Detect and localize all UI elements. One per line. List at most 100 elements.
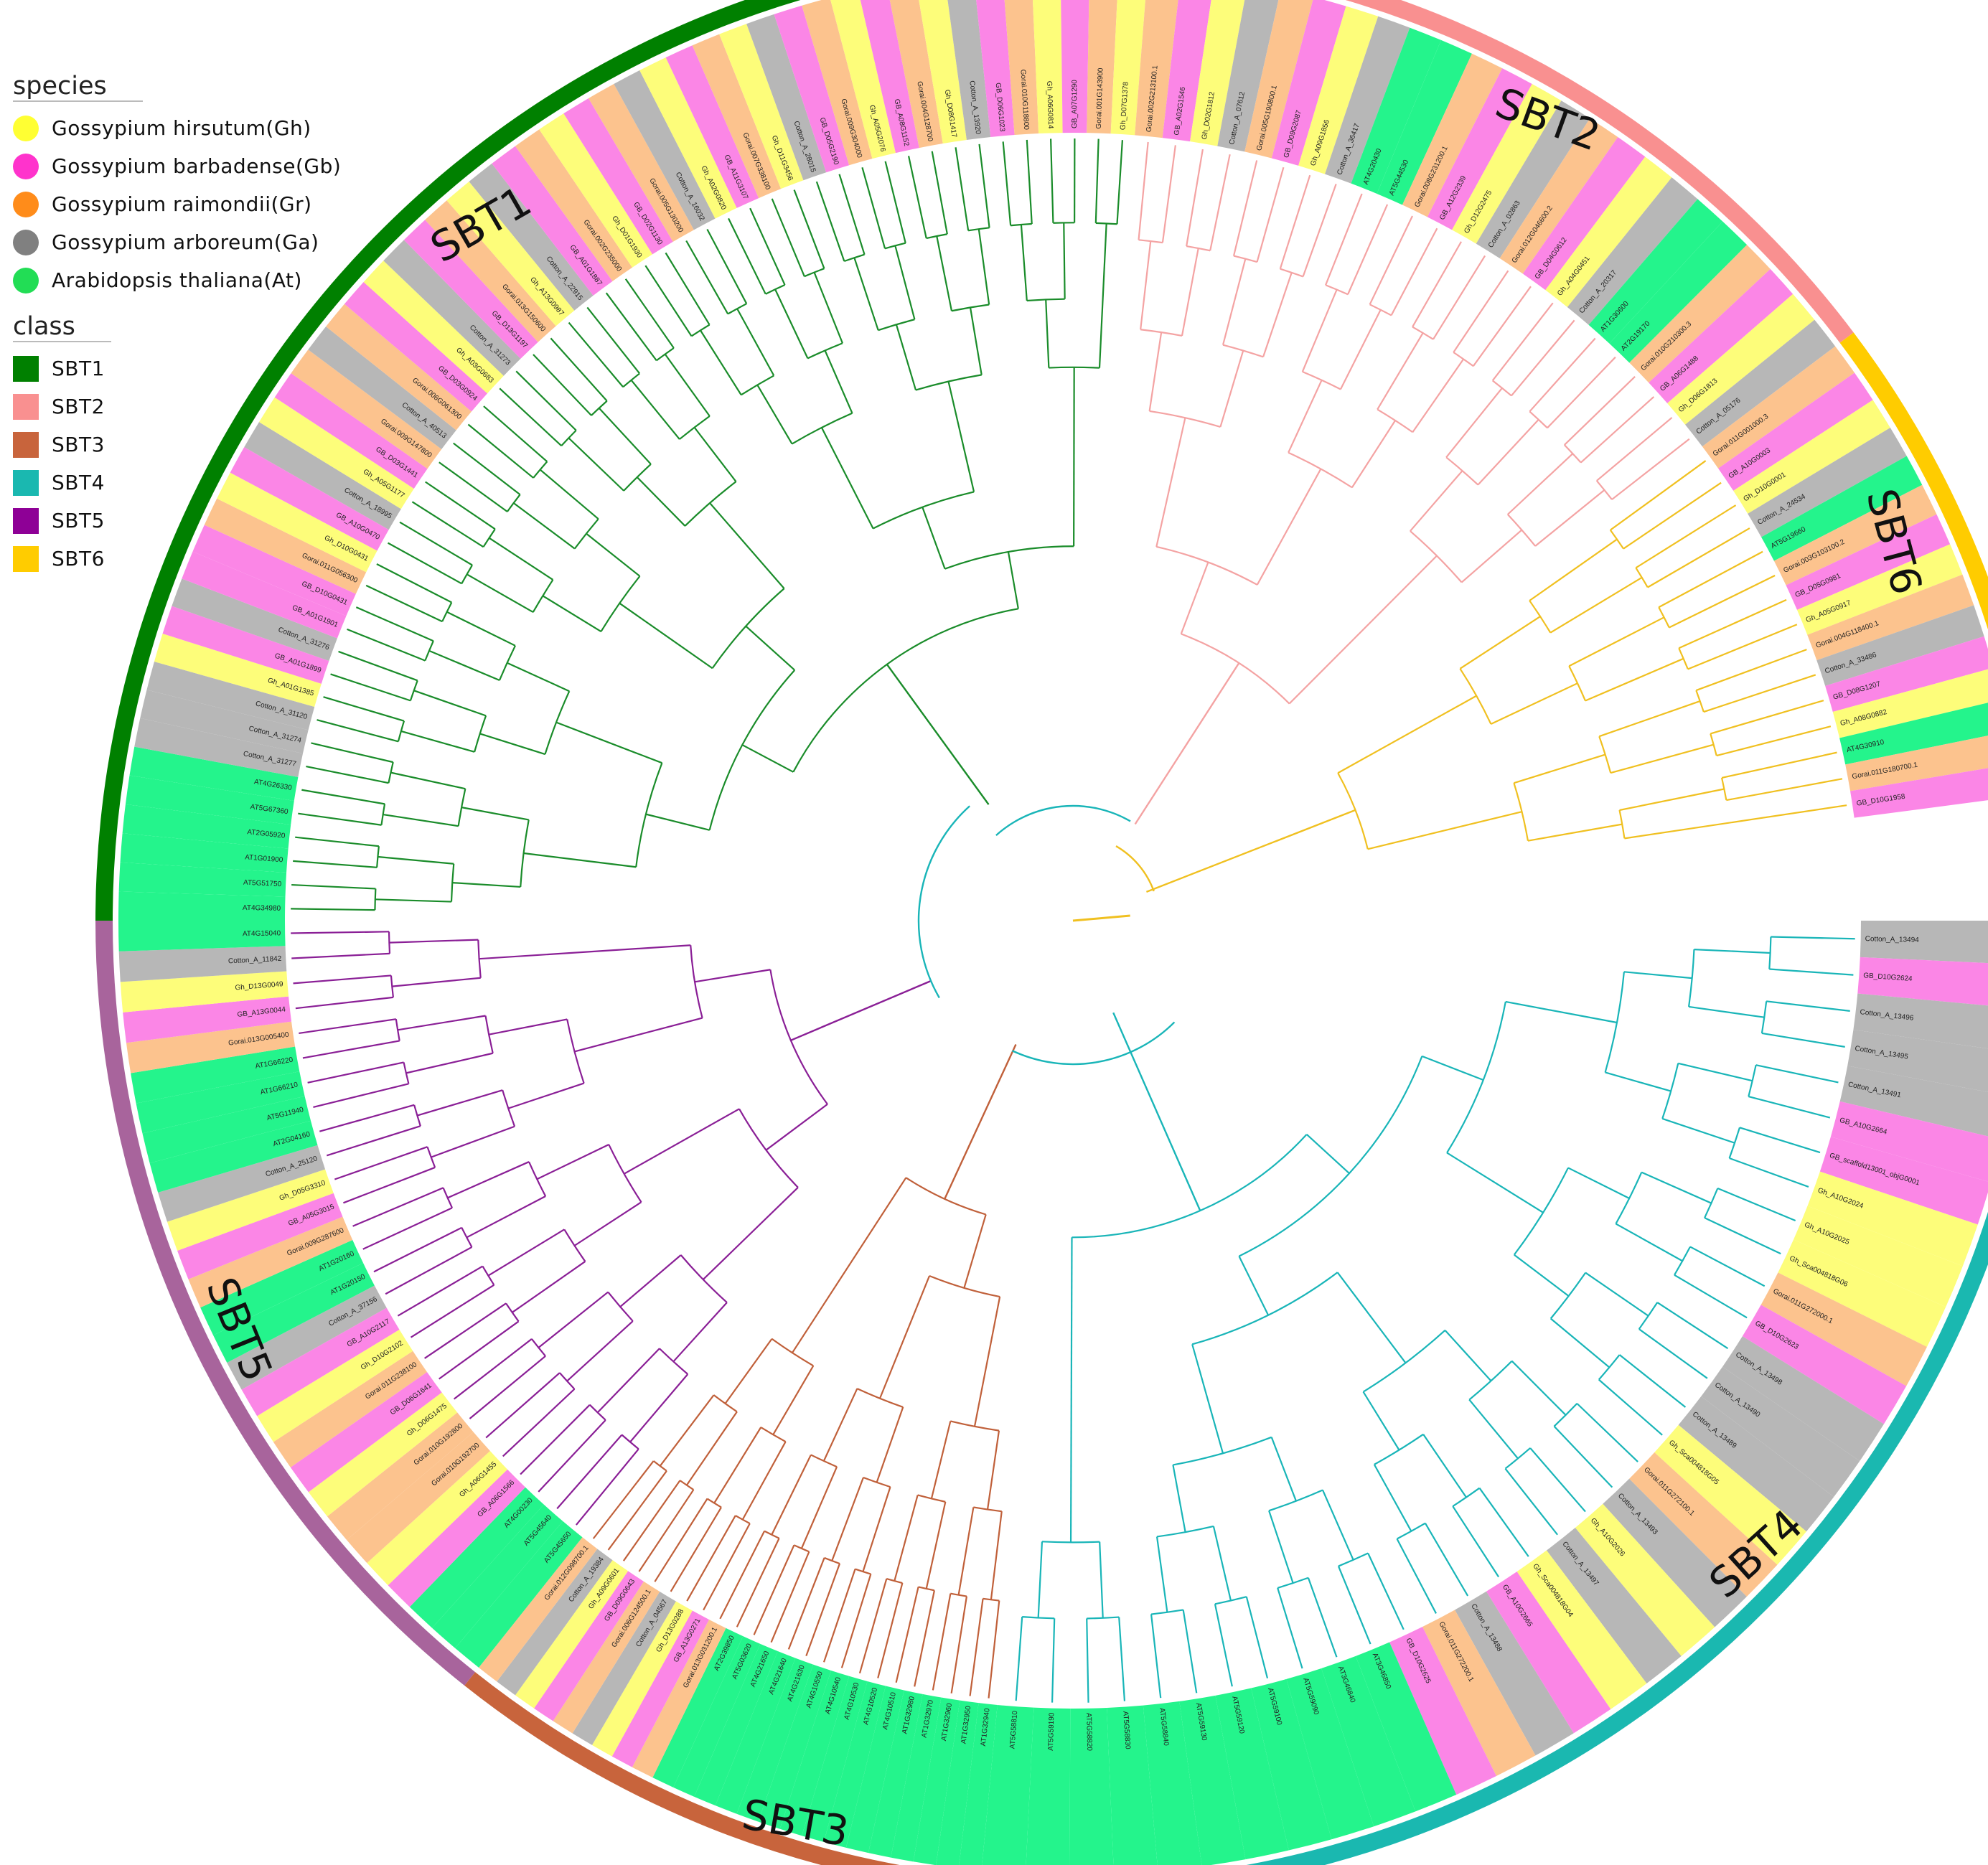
tree-branch — [1191, 1344, 1224, 1454]
species-band-ga — [1455, 1591, 1574, 1756]
species-legend-item-gb: Gossypium barbadense(Gb) — [13, 147, 415, 185]
species-dot-icon — [13, 115, 39, 141]
tree-branch — [955, 147, 970, 231]
species-band-gh — [217, 472, 378, 573]
tree-branch — [1020, 224, 1028, 301]
class-legend-label: SBT6 — [52, 547, 105, 570]
tree-branch — [410, 1284, 494, 1338]
tree-branch — [1568, 616, 1665, 667]
tree-branch — [538, 1419, 606, 1493]
species-band-gr — [1773, 484, 1937, 586]
tree-branch — [645, 813, 710, 831]
tree-branch — [914, 1590, 936, 1687]
tree-branch — [1446, 1152, 1544, 1213]
tree-branch — [291, 908, 375, 911]
species-band-gh — [1807, 1171, 1978, 1267]
tree-branch — [963, 1214, 987, 1289]
tree-branch — [596, 1348, 660, 1414]
species-band-at — [1215, 1688, 1289, 1860]
species-band-ga — [383, 240, 521, 376]
species-band-gr — [479, 1537, 598, 1682]
species-band-at — [131, 1046, 300, 1104]
tree-branch-arc — [403, 1062, 410, 1084]
tree-branch — [745, 625, 795, 671]
tree-branch — [1638, 1328, 1708, 1379]
tree-branch — [1268, 1510, 1294, 1584]
tree-branch — [592, 1460, 655, 1539]
species-band-gh — [1796, 544, 1963, 635]
species-band-gh — [1654, 1424, 1806, 1565]
tree-branch — [479, 944, 691, 960]
tree-branch-arc — [659, 1348, 689, 1375]
tree-branch — [685, 240, 729, 315]
species-dot-icon — [13, 191, 39, 217]
leaf-label: GB_A07G1290 — [1071, 80, 1079, 128]
species-band-gh — [1516, 1550, 1647, 1709]
species-band-at — [823, 1681, 886, 1848]
tree-branch-arc — [1678, 647, 1689, 670]
tree-branch-arc — [918, 1586, 935, 1592]
species-band-gh — [1575, 1503, 1715, 1656]
tree-branch — [425, 481, 496, 530]
tree-branch — [622, 1480, 681, 1561]
species-band-gh — [257, 1329, 413, 1442]
tree-branch — [1641, 1171, 1712, 1204]
tree-branch-arc — [528, 1161, 547, 1197]
tree-branch-arc — [1280, 268, 1303, 278]
species-band-at — [1069, 1707, 1114, 1865]
species-dot-icon — [13, 267, 39, 293]
species-band-gh — [154, 634, 322, 707]
tree-branch — [728, 217, 766, 295]
tree-branch — [1576, 1403, 1638, 1462]
species-band-gb — [1389, 1627, 1496, 1795]
tree-branch — [1549, 576, 1643, 634]
tree-branch-arc — [886, 1577, 903, 1584]
tree-branch — [1598, 700, 1701, 738]
class-legend-item-sbt5: SBT5 — [13, 502, 415, 540]
species-legend-item-ga: Gossypium arboreum(Ga) — [13, 223, 415, 261]
tree-branch — [1238, 1256, 1270, 1316]
species-band-gr — [1087, 0, 1117, 134]
tree-branch-arc — [388, 761, 394, 784]
tree-branch-arc — [1140, 329, 1183, 337]
tree-branch — [1116, 140, 1124, 225]
species-band-gh — [1190, 0, 1245, 146]
tree-branch — [507, 662, 570, 692]
tree-branch — [861, 166, 886, 249]
tree-branch — [1585, 1272, 1649, 1317]
tree-branch — [1148, 332, 1163, 412]
tree-branch — [878, 1275, 931, 1399]
clade-class-ring — [95, 0, 1988, 1865]
tree-branch — [1550, 1317, 1610, 1368]
tree-branch — [488, 537, 554, 581]
tree-branch — [709, 502, 785, 589]
class-legend-item-sbt1: SBT1 — [13, 349, 415, 387]
tree-branch — [1373, 1464, 1412, 1532]
species-band-gh — [1032, 0, 1063, 134]
species-band-ga — [1217, 0, 1279, 152]
tree-branch — [665, 252, 711, 326]
leaf-label: Gh_D13G0049 — [235, 980, 283, 992]
tree-branch-arc — [679, 415, 711, 440]
tree-branch-arc — [1268, 1489, 1323, 1512]
clade-ring-sbt1 — [95, 0, 801, 921]
tree-branch — [298, 812, 382, 826]
species-band-gh — [1452, 83, 1562, 244]
tree-branch — [1623, 481, 1722, 550]
tree-branch — [1507, 453, 1574, 515]
tree-branch — [957, 1507, 975, 1595]
species-band-ga — [469, 163, 594, 311]
tree-branch — [1049, 138, 1054, 223]
tree-branch — [355, 606, 434, 642]
tree-branch — [317, 719, 399, 743]
tree-branch — [301, 789, 385, 805]
tree-branch — [1504, 1467, 1558, 1536]
tree-branch — [862, 1486, 891, 1572]
species-band-ga — [1678, 1396, 1834, 1532]
tree-branch — [1222, 258, 1247, 345]
tree-branch — [1585, 657, 1684, 702]
species-band-gh — [919, 0, 967, 144]
tree-branch — [515, 370, 577, 431]
tree-branch — [499, 387, 562, 446]
species-band-gh — [1667, 293, 1815, 425]
